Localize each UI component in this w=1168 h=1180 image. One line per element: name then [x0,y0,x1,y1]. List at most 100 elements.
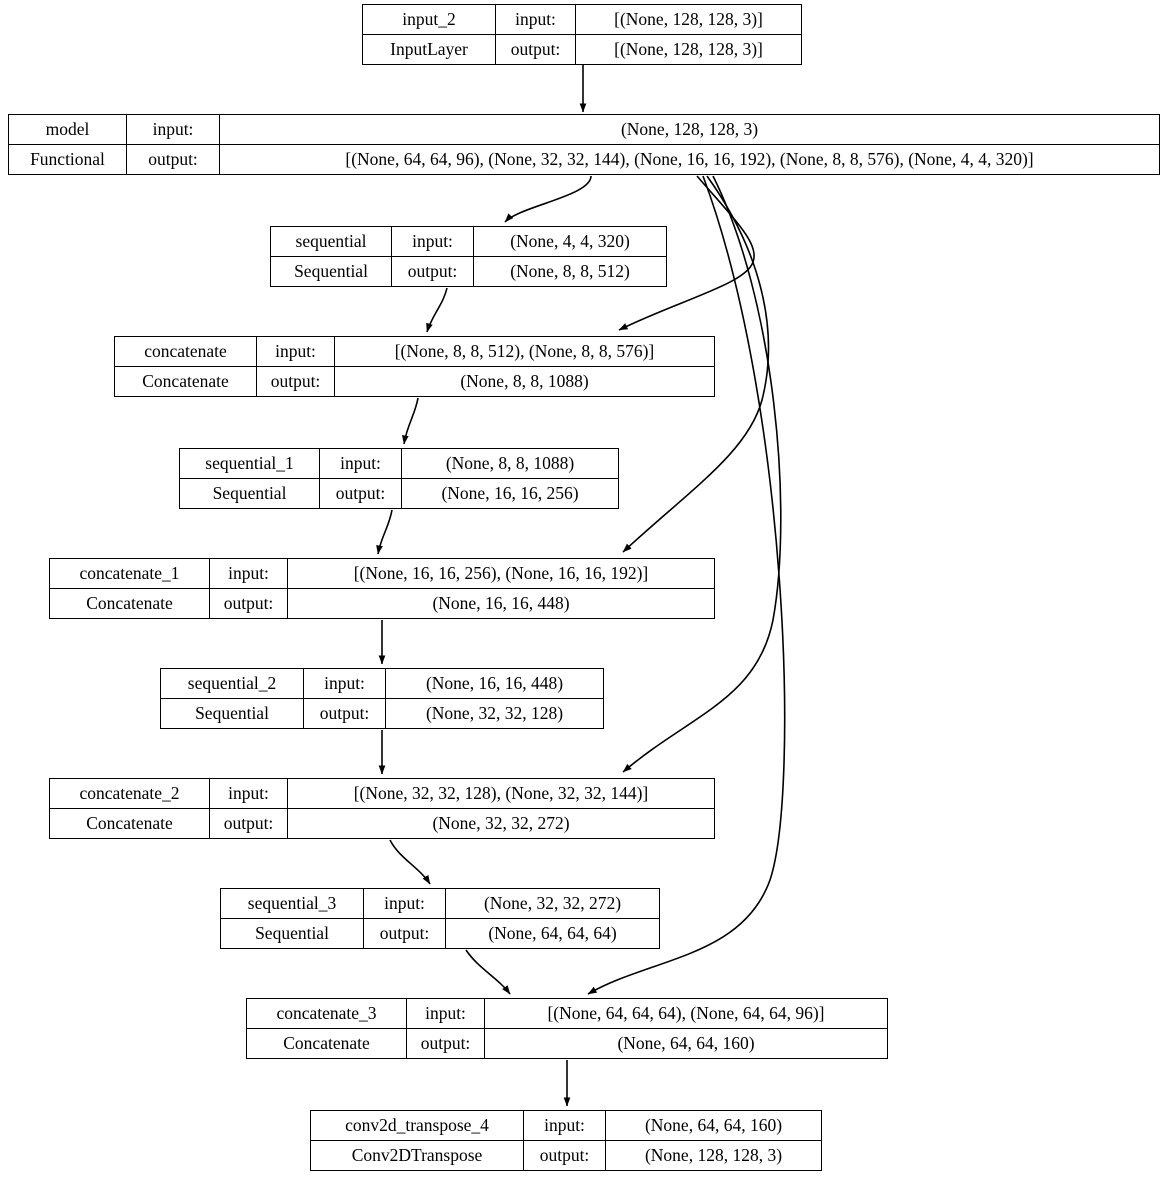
node-layer-name: sequential [271,227,392,256]
node-input-shape: [(None, 64, 64, 64), (None, 64, 64, 96)] [547,1002,825,1023]
edge-sequential-to-concatenate [426,287,448,333]
edge-concatenate-to-sequential1 [401,397,419,445]
node-output-label: output: [210,809,288,838]
node-input-label: input: [210,779,288,808]
node-input-shape: (None, 32, 32, 272) [483,892,622,913]
node-output-label: output: [320,479,402,508]
node-layer-class: Sequential [271,257,392,286]
node-layer-name: concatenate_2 [50,779,210,808]
node-input-label: input: [364,889,446,918]
node-input-label: input: [210,559,288,588]
node-input-shape: (None, 128, 128, 3) [620,118,759,139]
node-output-shape: (None, 32, 32, 128) [425,702,564,723]
node-layer-class: Concatenate [115,367,257,396]
node-output-label: output: [257,367,335,396]
node-output-label: output: [496,35,576,64]
node-input-shape: [(None, 128, 128, 3)] [614,8,763,29]
node-layer-name: sequential_1 [180,449,320,478]
edge-sequential1-to-concatenate1 [376,509,393,555]
node-output-shape: (None, 64, 64, 64) [488,922,617,943]
edge-sequential3-to-concatenate3 [465,949,511,995]
node-layer-class: Sequential [180,479,320,508]
node-output-shape: (None, 8, 8, 512) [510,260,630,281]
node-output-label: output: [210,589,288,618]
node-layer-class: Conv2DTranspose [311,1141,524,1170]
node-input-shape: (None, 4, 4, 320) [510,230,630,251]
node-input-shape: [(None, 8, 8, 512), (None, 8, 8, 576)] [394,340,655,361]
node-input-shape: (None, 16, 16, 448) [425,672,564,693]
node-layer-class: Concatenate [50,809,210,838]
node-layer-name: concatenate_1 [50,559,210,588]
node-output-label: output: [524,1141,606,1170]
node-input-label: input: [257,337,335,366]
node-output-label: output: [407,1029,485,1058]
node-input-label: input: [496,5,576,34]
node-output-label: output: [364,919,446,948]
node-input-label: input: [320,449,402,478]
node-input-label: input: [407,999,485,1028]
node-layer-name: model [9,115,127,144]
node-layer-class: Functional [9,145,127,174]
node-layer-name: input_2 [363,5,496,34]
node-layer-class: Concatenate [50,589,210,618]
node-layer-class: Concatenate [247,1029,407,1058]
node-input-label: input: [127,115,220,144]
node-input-shape: [(None, 16, 16, 256), (None, 16, 16, 192… [353,562,649,583]
node-input-label: input: [304,669,386,698]
node-layer-name: conv2d_transpose_4 [311,1111,524,1140]
edge-concatenate2-to-sequential3 [389,839,431,885]
edge-model-to-sequential [504,175,592,223]
node-layer-class: Sequential [221,919,364,948]
node-output-shape: (None, 64, 64, 160) [617,1032,755,1053]
node-output-shape: (None, 16, 16, 448) [432,592,570,613]
node-output-shape: (None, 32, 32, 272) [432,812,570,833]
node-output-shape: (None, 16, 16, 256) [441,482,579,503]
node-output-label: output: [392,257,474,286]
node-layer-name: concatenate_3 [247,999,407,1028]
node-input-label: input: [524,1111,606,1140]
node-layer-name: sequential_2 [161,669,304,698]
node-output-label: output: [304,699,386,728]
node-input-label: input: [392,227,474,256]
node-output-label: output: [127,145,220,174]
node-output-shape: [(None, 64, 64, 96), (None, 32, 32, 144)… [345,148,1034,169]
node-layer-name: concatenate [115,337,257,366]
node-output-shape: [(None, 128, 128, 3)] [614,38,763,59]
node-layer-class: InputLayer [363,35,496,64]
node-input-shape: (None, 64, 64, 160) [644,1114,783,1135]
node-input-shape: (None, 8, 8, 1088) [445,452,575,473]
